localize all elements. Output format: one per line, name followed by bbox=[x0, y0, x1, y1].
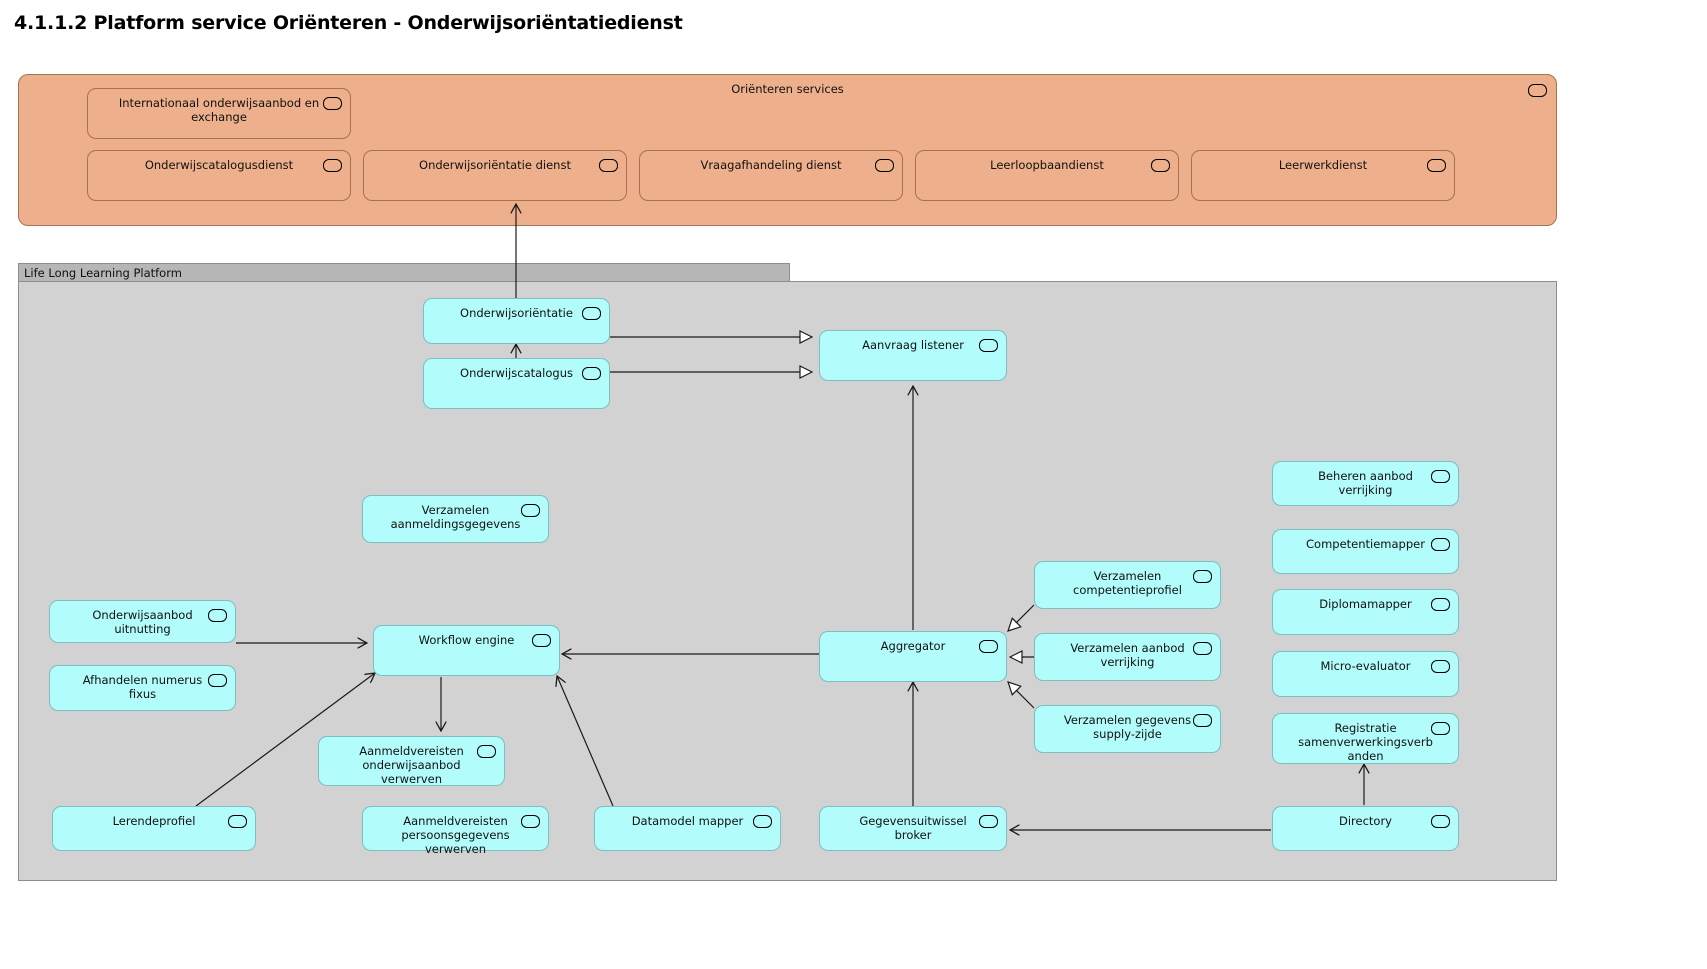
service-icon bbox=[521, 504, 540, 517]
service-label: Leerloopbaandienst bbox=[990, 158, 1104, 172]
component-onderwijscatalogus[interactable]: Onderwijscatalogus bbox=[423, 358, 610, 409]
component-label: Onderwijscatalogus bbox=[460, 366, 573, 380]
component-diplomamapper[interactable]: Diplomamapper bbox=[1272, 589, 1459, 635]
page-title: 4.1.1.2 Platform service Oriënteren - On… bbox=[14, 12, 683, 34]
component-label: Aanvraag listener bbox=[862, 338, 964, 352]
component-verzamelen-aanmeldingsgegevens[interactable]: Verzamelen aanmeldingsgegevens bbox=[362, 495, 549, 543]
component-workflow-engine[interactable]: Workflow engine bbox=[373, 625, 560, 676]
service-icon bbox=[1431, 815, 1450, 828]
life-long-learning-platform-label: Life Long Learning Platform bbox=[24, 266, 182, 280]
component-label: Competentiemapper bbox=[1306, 537, 1425, 551]
service-icon bbox=[208, 674, 227, 687]
service-icon bbox=[532, 634, 551, 647]
component-beheren-aanbod-verrijking[interactable]: Beheren aanbod verrijking bbox=[1272, 461, 1459, 506]
component-lerendeprofiel[interactable]: Lerendeprofiel bbox=[52, 806, 256, 851]
component-label: Verzamelen competentieprofiel bbox=[1073, 569, 1182, 597]
service-label: Vraagafhandeling dienst bbox=[700, 158, 842, 172]
component-label: Diplomamapper bbox=[1319, 597, 1412, 611]
component-label: Beheren aanbod verrijking bbox=[1318, 469, 1413, 497]
component-label: Micro-evaluator bbox=[1320, 659, 1411, 673]
component-label: Workflow engine bbox=[418, 633, 515, 647]
service-onderwijscatalogusdienst[interactable]: Onderwijscatalogusdienst bbox=[87, 150, 351, 201]
service-icon bbox=[323, 97, 342, 110]
service-icon bbox=[323, 159, 342, 172]
component-label: Verzamelen gegevens supply-zijde bbox=[1063, 713, 1192, 741]
service-label: Onderwijsoriëntatie dienst bbox=[419, 158, 571, 172]
component-label: Verzamelen aanmeldingsgegevens bbox=[390, 503, 521, 531]
service-internationaal-onderwijsaanbod-en-exchange[interactable]: Internationaal onderwijsaanbod en exchan… bbox=[87, 88, 351, 139]
service-icon bbox=[1193, 570, 1212, 583]
service-label: Leerwerkdienst bbox=[1278, 158, 1368, 172]
component-label: Afhandelen numerus fixus bbox=[82, 673, 203, 701]
service-icon bbox=[1193, 714, 1212, 727]
service-icon bbox=[1193, 642, 1212, 655]
component-competentiemapper[interactable]: Competentiemapper bbox=[1272, 529, 1459, 574]
component-aanmeldvereisten-persoonsgegevens-verwerven[interactable]: Aanmeldvereisten persoonsgegevens verwer… bbox=[362, 806, 549, 856]
component-gegevensuitwissel-broker[interactable]: Gegevensuitwissel broker bbox=[819, 806, 1007, 851]
component-verzamelen-gegevens-supply-zijde[interactable]: Verzamelen gegevens supply-zijde bbox=[1034, 705, 1221, 753]
component-label: Verzamelen aanbod verrijking bbox=[1070, 641, 1185, 669]
service-icon bbox=[1151, 159, 1170, 172]
component-label: Aanmeldvereisten persoonsgegevens verwer… bbox=[401, 814, 510, 856]
component-verzamelen-aanbod-verrijking[interactable]: Verzamelen aanbod verrijking bbox=[1034, 633, 1221, 681]
service-icon bbox=[875, 159, 894, 172]
component-label: Directory bbox=[1338, 814, 1392, 828]
component-label: Aanmeldvereisten onderwijsaanbod verwerv… bbox=[359, 744, 464, 786]
service-icon bbox=[477, 745, 496, 758]
component-label: Onderwijsoriëntatie bbox=[460, 306, 573, 320]
service-icon bbox=[582, 367, 601, 380]
service-vraagafhandeling-dienst[interactable]: Vraagafhandeling dienst bbox=[639, 150, 903, 201]
service-onderwijsorientatie-dienst[interactable]: Onderwijsoriëntatie dienst bbox=[363, 150, 627, 201]
service-icon bbox=[1431, 660, 1450, 673]
component-label: Datamodel mapper bbox=[631, 814, 744, 828]
service-icon bbox=[979, 339, 998, 352]
service-icon bbox=[1431, 470, 1450, 483]
component-aanvraag-listener[interactable]: Aanvraag listener bbox=[819, 330, 1007, 381]
component-label: Gegevensuitwissel broker bbox=[859, 814, 967, 842]
service-label: Onderwijscatalogusdienst bbox=[144, 158, 294, 172]
life-long-learning-platform-group bbox=[18, 281, 1557, 881]
component-directory[interactable]: Directory bbox=[1272, 806, 1459, 851]
component-registratie-samenverwerkingsverbanden[interactable]: Registratie samenverwerkingsverbanden bbox=[1272, 713, 1459, 764]
component-afhandelen-numerus-fixus[interactable]: Afhandelen numerus fixus bbox=[49, 665, 236, 711]
orienteren-services-group-label: Oriënteren services bbox=[731, 82, 844, 96]
component-onderwijsaanbod-uitnutting[interactable]: Onderwijsaanbod uitnutting bbox=[49, 600, 236, 643]
component-datamodel-mapper[interactable]: Datamodel mapper bbox=[594, 806, 781, 851]
service-icon bbox=[582, 307, 601, 320]
component-label: Onderwijsaanbod uitnutting bbox=[92, 608, 193, 636]
service-icon bbox=[599, 159, 618, 172]
service-leerwerkdienst[interactable]: Leerwerkdienst bbox=[1191, 150, 1455, 201]
service-icon bbox=[1431, 722, 1450, 735]
service-icon bbox=[1431, 538, 1450, 551]
service-label: Internationaal onderwijsaanbod en exchan… bbox=[118, 96, 320, 124]
service-icon bbox=[979, 815, 998, 828]
component-label: Registratie samenverwerkingsverbanden bbox=[1298, 721, 1433, 763]
service-leerloopbaandienst[interactable]: Leerloopbaandienst bbox=[915, 150, 1179, 201]
service-icon bbox=[208, 609, 227, 622]
component-onderwijsorientatie[interactable]: Onderwijsoriëntatie bbox=[423, 298, 610, 344]
component-verzamelen-competentieprofiel[interactable]: Verzamelen competentieprofiel bbox=[1034, 561, 1221, 609]
life-long-learning-platform-header: Life Long Learning Platform bbox=[18, 263, 790, 281]
component-label: Aggregator bbox=[880, 639, 946, 653]
service-icon bbox=[228, 815, 247, 828]
component-aanmeldvereisten-onderwijsaanbod-verwerven[interactable]: Aanmeldvereisten onderwijsaanbod verwerv… bbox=[318, 736, 505, 786]
component-label: Lerendeprofiel bbox=[112, 814, 196, 828]
service-icon bbox=[979, 640, 998, 653]
component-micro-evaluator[interactable]: Micro-evaluator bbox=[1272, 651, 1459, 697]
service-icon bbox=[1431, 598, 1450, 611]
service-icon bbox=[1427, 159, 1446, 172]
service-icon bbox=[1528, 84, 1547, 97]
component-aggregator[interactable]: Aggregator bbox=[819, 631, 1007, 682]
service-icon bbox=[753, 815, 772, 828]
service-icon bbox=[521, 815, 540, 828]
